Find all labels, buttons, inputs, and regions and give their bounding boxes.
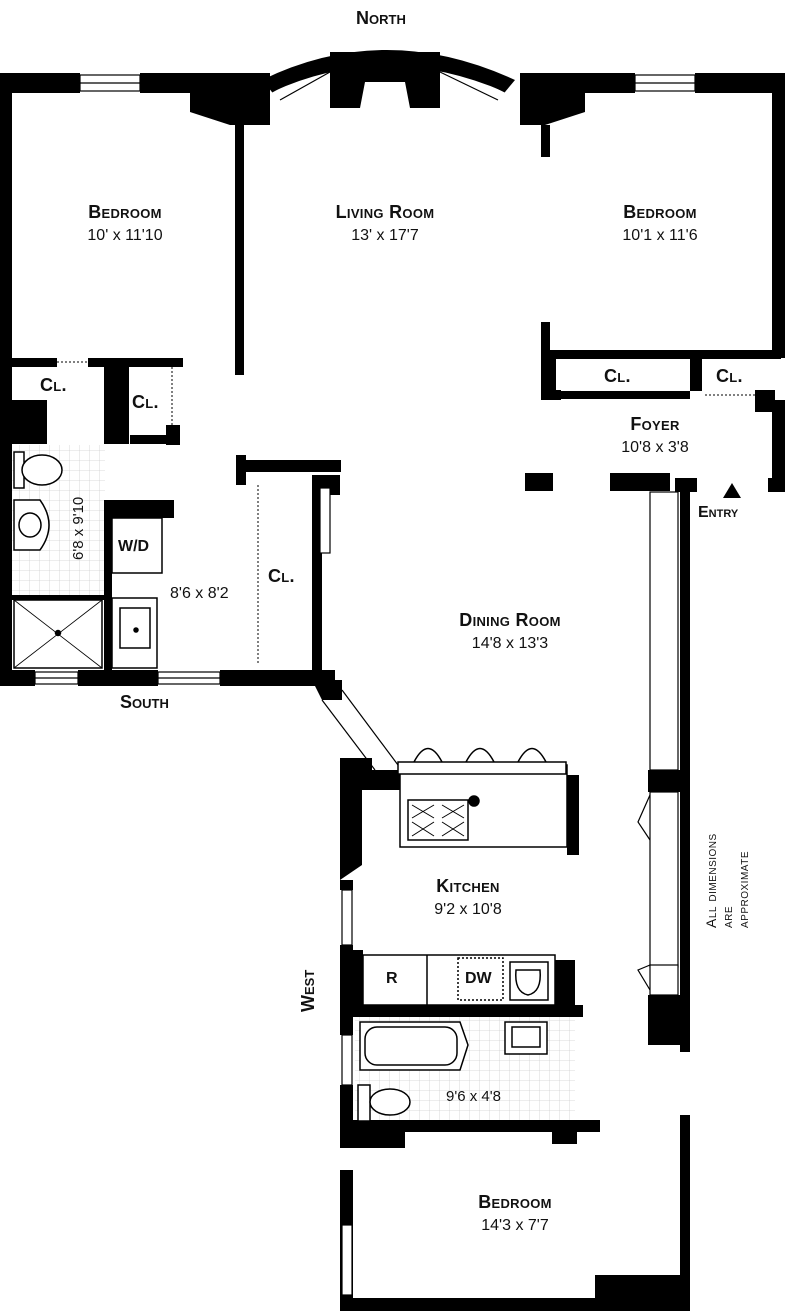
refrigerator-label: R [386,970,398,987]
east-built-ins [637,491,679,996]
bath2-toilet-bowl [369,1088,411,1116]
entry-arrow [723,483,741,498]
room-bedroom-s: Bedroom 14'3 x 7'7 [450,1192,580,1236]
entry-label: Entry [698,504,739,521]
compass-west: West [298,969,318,1012]
closet-label: Cl. [716,366,743,386]
room-dim: 9'2 x 10'8 [434,901,502,919]
room-name: Living Room [335,202,435,222]
room-dim: 14'3 x 7'7 [481,1217,549,1235]
bath1-dim: 6'8 x 9'10 [70,496,87,560]
closet-label: Cl. [268,566,295,586]
room-dim: 10'8 x 3'8 [621,439,689,457]
bath2-toilet-tank [357,1084,371,1122]
closet-label: Cl. [40,375,67,395]
room-bedroom-nw: Bedroom 10' x 11'10 [60,202,190,246]
room-name: Foyer [630,414,680,434]
compass-north: North [356,8,406,28]
room-name: Kitchen [436,876,500,896]
closet-label: Cl. [132,392,159,412]
dishwasher [457,957,504,1001]
utility-dim: 8'6 x 8'2 [170,585,229,602]
dishwasher-label: DW [465,970,492,987]
closet-doors [57,354,755,665]
room-name: Dining Room [459,610,561,630]
disclaimer: All dimensions are approximate [703,833,751,928]
room-kitchen: Kitchen 9'2 x 10'8 [408,876,528,920]
room-bedroom-ne: Bedroom 10'1 x 11'6 [595,202,725,246]
room-living: Living Room 13' x 17'7 [310,202,460,246]
room-foyer: Foyer 10'8 x 3'8 [595,414,715,458]
compass-south: South [120,692,169,712]
room-name: Bedroom [88,202,162,222]
bath2-dim: 9'6 x 4'8 [446,1088,501,1105]
room-dim: 13' x 17'7 [351,227,419,245]
washer-dryer-label: W/D [118,538,150,555]
washer-dryer [111,517,163,574]
room-dim: 10'1 x 11'6 [622,227,698,245]
windows [34,74,696,1296]
room-name: Bedroom [623,202,697,222]
closet-label: Cl. [604,366,631,386]
cooktop [407,799,469,841]
room-dining: Dining Room 14'8 x 13'3 [430,610,590,654]
walls [0,50,785,1311]
room-name: Bedroom [478,1192,552,1212]
room-dim: 14'8 x 13'3 [471,635,549,653]
room-dim: 10' x 11'10 [87,227,163,245]
toilet-bowl [21,454,63,486]
